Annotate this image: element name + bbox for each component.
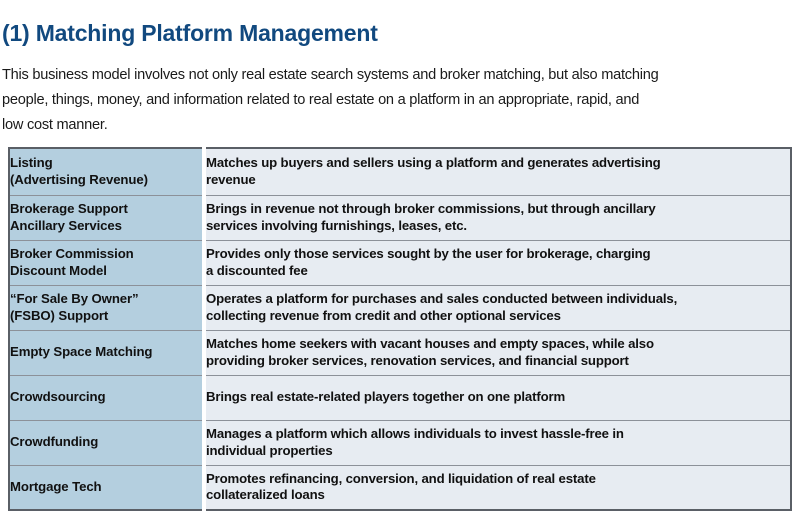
- model-name-line: Broker Commission: [10, 246, 134, 261]
- model-description-line: Matches up buyers and sellers using a pl…: [206, 155, 661, 171]
- model-description-cell: Provides only those services sought by t…: [204, 239, 791, 285]
- model-name-cell: Brokerage Support Ancillary Services: [9, 194, 206, 240]
- table-row: Empty Space Matching Matches home seeker…: [9, 329, 791, 375]
- model-description-cell: Matches up buyers and sellers using a pl…: [204, 148, 791, 195]
- model-description-line: Brings real estate-related players toget…: [206, 389, 566, 405]
- model-description-cell: Operates a platform for purchases and sa…: [204, 284, 791, 330]
- table-row: Mortgage Tech Promotes refinancing, conv…: [9, 464, 791, 510]
- table-row: Broker Commission Discount Model Provide…: [9, 239, 791, 285]
- model-name-cell: Mortgage Tech: [9, 464, 206, 510]
- model-description-line: collecting revenue from credit and other…: [206, 307, 561, 323]
- model-description-line: individual properties: [206, 442, 333, 458]
- model-name-cell: Crowdfunding: [9, 419, 206, 465]
- table-row: Crowdsourcing Brings real estate-related…: [9, 374, 791, 420]
- page-title: (1) Matching Platform Management: [2, 20, 378, 46]
- intro-paragraph: This business model involves not only re…: [2, 63, 798, 138]
- model-description-line: Brings in revenue not through broker com…: [206, 201, 656, 216]
- model-description-line: Manages a platform which allows individu…: [206, 426, 624, 441]
- model-description-cell: Brings real estate-related players toget…: [204, 374, 791, 420]
- table-row: Brokerage Support Ancillary Services Bri…: [9, 194, 791, 240]
- model-description-line: Provides only those services sought by t…: [206, 246, 651, 261]
- model-description-line: a discounted fee: [206, 262, 308, 278]
- model-name-line: Mortgage Tech: [10, 479, 102, 494]
- model-description-cell: Brings in revenue not through broker com…: [204, 194, 791, 240]
- intro-line: people, things, money, and information r…: [2, 92, 640, 108]
- model-description-line: services involving furnishings, leases, …: [206, 217, 467, 233]
- model-description-line: Matches home seekers with vacant houses …: [206, 336, 654, 351]
- model-name-line: Discount Model: [10, 262, 107, 278]
- model-name-cell: Listing (Advertising Revenue): [9, 148, 206, 195]
- table-body: Listing (Advertising Revenue) Matches up…: [9, 148, 791, 510]
- model-name-line: Brokerage Support: [10, 201, 128, 216]
- model-description-line: Promotes refinancing, conversion, and li…: [206, 470, 596, 486]
- model-name-line: Empty Space Matching: [10, 344, 153, 360]
- model-name-line: Ancillary Services: [10, 217, 122, 233]
- model-description-cell: Promotes refinancing, conversion, and li…: [204, 464, 791, 510]
- table-row: Listing (Advertising Revenue) Matches up…: [9, 148, 791, 195]
- model-description-line: providing broker services, renovation se…: [206, 352, 629, 368]
- intro-line: This business model involves not only re…: [2, 67, 659, 83]
- model-description-cell: Matches home seekers with vacant houses …: [204, 329, 791, 375]
- model-name-line: Listing: [10, 155, 53, 171]
- model-name-cell: Empty Space Matching: [9, 329, 206, 375]
- model-name-line: (Advertising Revenue): [10, 171, 148, 187]
- model-name-line: Crowdfunding: [10, 434, 99, 450]
- model-name-line: Crowdsourcing: [10, 389, 106, 405]
- model-name-cell: “For Sale By Owner” (FSBO) Support: [9, 284, 206, 330]
- model-name-line: (FSBO) Support: [10, 307, 109, 323]
- model-name-cell: Broker Commission Discount Model: [9, 239, 206, 285]
- model-description-cell: Manages a platform which allows individu…: [204, 419, 791, 465]
- model-description-line: revenue: [206, 171, 256, 187]
- table-row: Crowdfunding Manages a platform which al…: [9, 419, 791, 465]
- model-name-line: “For Sale By Owner”: [10, 291, 139, 306]
- business-model-table: Listing (Advertising Revenue) Matches up…: [8, 147, 792, 511]
- model-description-line: collateralized loans: [206, 487, 325, 503]
- table-row: “For Sale By Owner” (FSBO) Support Opera…: [9, 284, 791, 330]
- model-description-line: Operates a platform for purchases and sa…: [206, 291, 678, 306]
- model-name-cell: Crowdsourcing: [9, 374, 206, 420]
- intro-line: low cost manner.: [2, 117, 108, 133]
